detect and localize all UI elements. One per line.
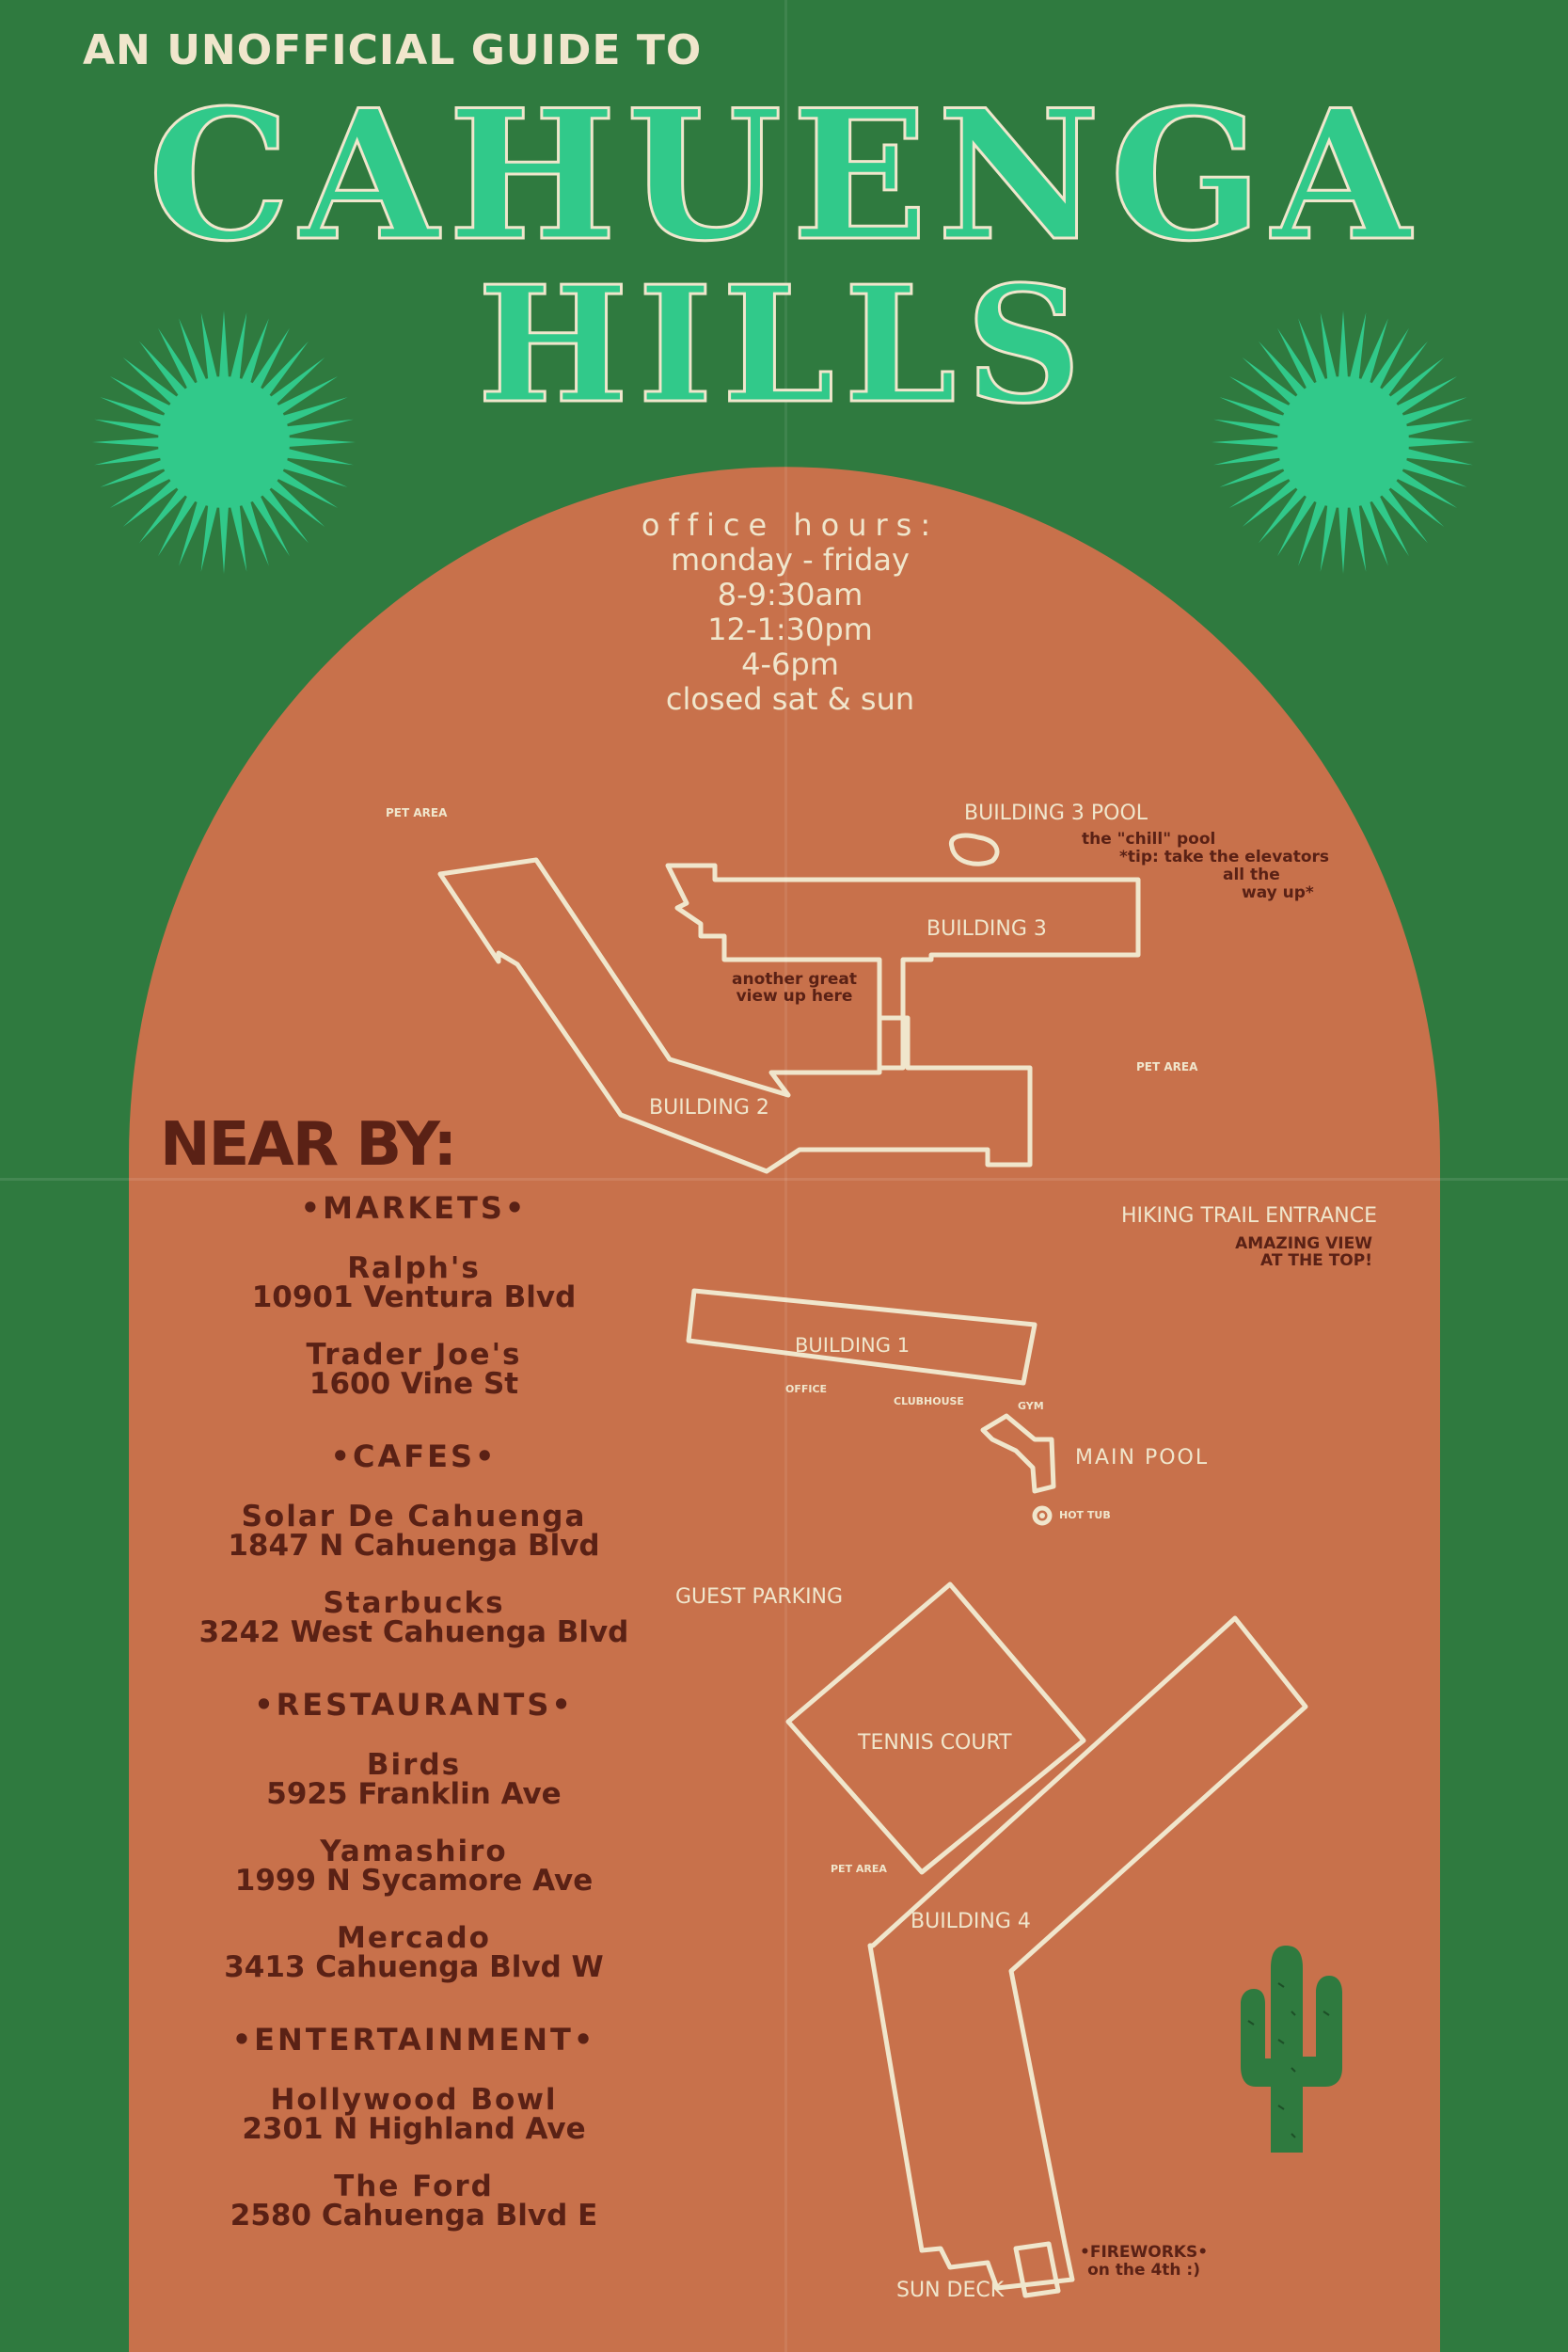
- building4-label: BUILDING 4: [911, 1910, 1031, 1933]
- category-heading: •MARKETS•: [300, 1190, 528, 1226]
- hot-tub-label: HOT TUB: [1059, 1509, 1111, 1521]
- office-hours-slot: 8-9:30am: [717, 577, 863, 612]
- place-address: 2301 N Highland Ave: [242, 2112, 586, 2146]
- site-map: [437, 833, 1308, 2298]
- list-item: Ralph's 10901 Ventura Blvd: [122, 1254, 705, 1312]
- note-line: AT THE TOP!: [1260, 1251, 1372, 1270]
- note-line: •FIREWORKS•: [1080, 2243, 1209, 2262]
- note-line: AMAZING VIEW: [1235, 1234, 1372, 1253]
- clubhouse-label: CLUBHOUSE: [894, 1395, 964, 1407]
- sun-deck-label: SUN DECK: [896, 2279, 1005, 2302]
- fireworks-note: •FIREWORKS• on the 4th :): [1080, 2244, 1208, 2280]
- sunburst-icon: [1212, 310, 1475, 574]
- place-address: 5925 Franklin Ave: [266, 1777, 562, 1811]
- guest-parking-label: GUEST PARKING: [675, 1585, 844, 1609]
- list-item: The Ford 2580 Cahuenga Blvd E: [122, 2172, 705, 2231]
- main-pool-outline: [980, 1413, 1056, 1494]
- tennis-court-outline: [785, 1581, 1086, 1875]
- cactus-icon: [1241, 1946, 1342, 2153]
- note-line: view up here: [736, 987, 853, 1006]
- place-name: Yamashiro: [320, 1835, 508, 1868]
- amazing-view-note: AMAZING VIEW AT THE TOP!: [1223, 1235, 1372, 1269]
- building2-label: BUILDING 2: [649, 1096, 769, 1120]
- office-hours-days: monday - friday: [671, 542, 910, 578]
- category-heading: •ENTERTAINMENT•: [231, 2022, 596, 2058]
- hiking-trail-label: HIKING TRAIL ENTRANCE: [1121, 1204, 1378, 1228]
- great-view-note: another great view up here: [732, 971, 857, 1005]
- place-name: Trader Joe's: [306, 1338, 522, 1372]
- note-line: another great: [732, 970, 857, 989]
- building3-label: BUILDING 3: [927, 917, 1047, 941]
- note-line: the "chill" pool: [1082, 830, 1216, 849]
- note-line: all the: [1223, 866, 1280, 884]
- building3-pool-label: BUILDING 3 POOL: [964, 802, 1148, 825]
- place-name: Birds: [366, 1748, 462, 1782]
- place-name: Starbucks: [323, 1586, 505, 1620]
- place-address: 1999 N Sycamore Ave: [234, 1864, 594, 1898]
- tennis-court-label: TENNIS COURT: [858, 1731, 1012, 1755]
- gym-label: GYM: [1018, 1400, 1044, 1412]
- category-heading: •CAFES•: [330, 1438, 498, 1474]
- building2-outline: [437, 857, 1033, 1174]
- place-address: 1600 Vine St: [309, 1367, 519, 1401]
- pet-area-label: PET AREA: [386, 806, 448, 819]
- pet-area-label: PET AREA: [831, 1863, 887, 1875]
- note-line: *tip: take the elevators: [1119, 848, 1330, 866]
- title-line-1: CAHUENGA: [147, 71, 1420, 280]
- hot-tub-outline: [1032, 1505, 1053, 1526]
- list-item: Mercado 3413 Cahuenga Blvd W: [122, 1924, 705, 1982]
- place-name: Solar De Cahuenga: [241, 1500, 587, 1534]
- sunburst-icon: [92, 310, 356, 574]
- place-name: Mercado: [337, 1921, 491, 1955]
- title-line-2: HILLS: [476, 251, 1091, 439]
- office-hours-closed: closed sat & sun: [665, 681, 915, 717]
- place-name: Hollywood Bowl: [270, 2083, 558, 2117]
- place-address: 3413 Cahuenga Blvd W: [224, 1950, 604, 1984]
- office-hours-slot: 4-6pm: [741, 646, 839, 682]
- list-item: Solar De Cahuenga 1847 N Cahuenga Blvd: [122, 1502, 705, 1561]
- note-line: way up*: [1242, 883, 1314, 902]
- fold-line-horizontal: [0, 1178, 1568, 1181]
- sun-deck-outline: [1013, 2241, 1061, 2298]
- chill-pool-note: the "chill" pool *tip: take the elevator…: [1082, 831, 1329, 902]
- place-name: Ralph's: [347, 1251, 481, 1285]
- place-name: The Ford: [334, 2169, 494, 2203]
- place-address: 10901 Ventura Blvd: [251, 1280, 577, 1314]
- place-address: 2580 Cahuenga Blvd E: [230, 2199, 598, 2233]
- office-hours-heading: office hours:: [641, 507, 940, 543]
- pet-area-label: PET AREA: [1136, 1060, 1198, 1073]
- office-hours-slot: 12-1:30pm: [707, 612, 873, 647]
- nearby-title: NEAR BY:: [160, 1110, 457, 1180]
- building3-pool-outline: [948, 833, 1000, 866]
- category-heading: •RESTAURANTS•: [254, 1687, 574, 1723]
- list-item: Starbucks 3242 West Cahuenga Blvd: [122, 1589, 705, 1647]
- list-item: Hollywood Bowl 2301 N Highland Ave: [122, 2086, 705, 2144]
- list-item: Trader Joe's 1600 Vine St: [122, 1341, 705, 1399]
- building1-outline: [686, 1288, 1037, 1386]
- nearby-list: •MARKETS• Ralph's 10901 Ventura Blvd Tra…: [122, 1190, 705, 2259]
- list-item: Birds 5925 Franklin Ave: [122, 1751, 705, 1809]
- main-pool-label: MAIN POOL: [1075, 1446, 1210, 1470]
- building1-label: BUILDING 1: [795, 1334, 911, 1357]
- office-label: OFFICE: [785, 1383, 828, 1395]
- place-address: 1847 N Cahuenga Blvd: [228, 1529, 600, 1563]
- office-hours: office hours: monday - friday 8-9:30am 1…: [527, 508, 1053, 717]
- kicker-text: AN UNOFFICIAL GUIDE TO: [83, 26, 703, 74]
- fold-line-vertical: [784, 0, 787, 2352]
- building4-outline: [867, 1615, 1308, 2291]
- note-line: on the 4th :): [1087, 2261, 1200, 2280]
- list-item: Yamashiro 1999 N Sycamore Ave: [122, 1837, 705, 1896]
- building3-outline: [665, 863, 1141, 1071]
- place-address: 3242 West Cahuenga Blvd: [198, 1615, 629, 1649]
